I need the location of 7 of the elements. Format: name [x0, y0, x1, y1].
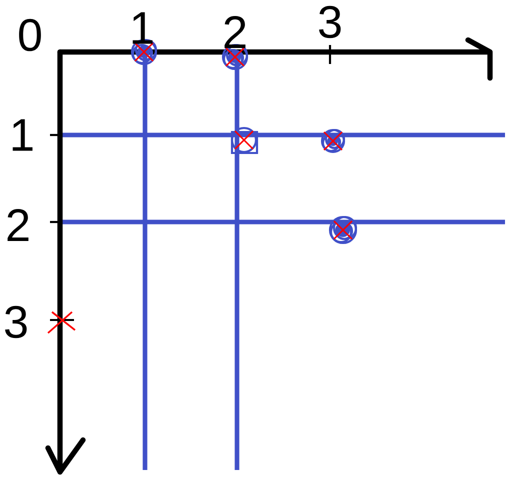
axis-label: 2	[224, 16, 246, 48]
axis-label: 1	[12, 119, 32, 151]
axis-label: 2	[8, 209, 28, 241]
axis-label: 1	[132, 12, 152, 44]
axis-label: 3	[319, 6, 341, 38]
axis-label: 0	[19, 18, 41, 52]
axis-label: 3	[5, 306, 27, 338]
